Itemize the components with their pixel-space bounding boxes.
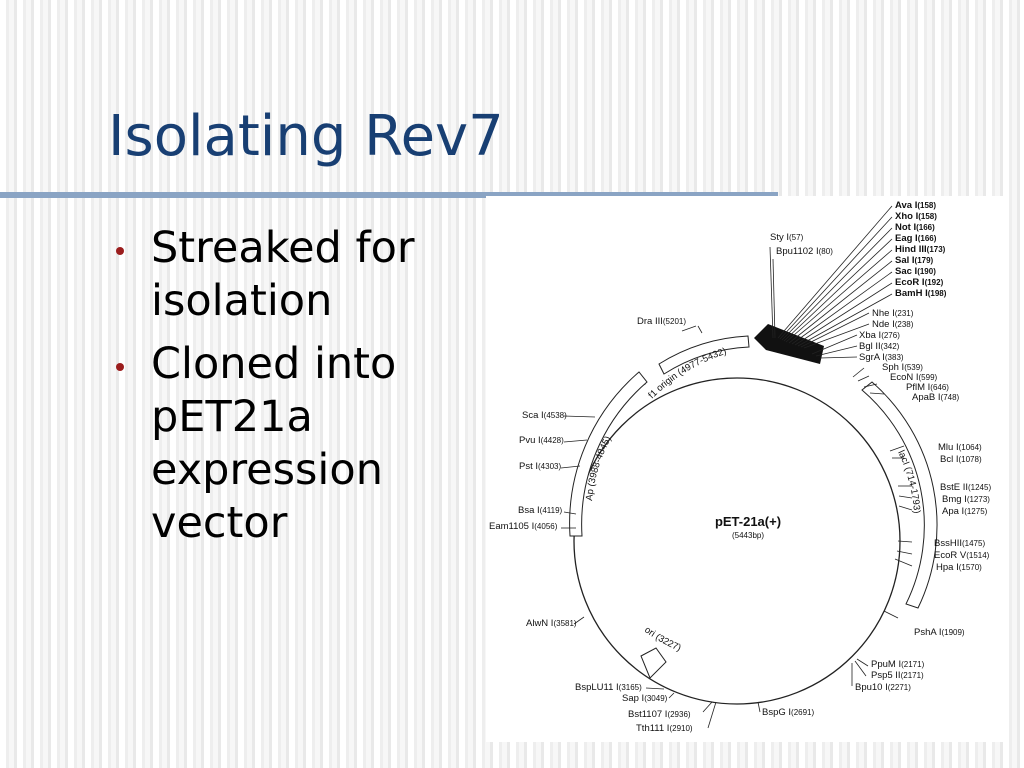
title-divider	[0, 192, 778, 198]
svg-text:PflM I(646): PflM I(646)	[906, 382, 949, 393]
svg-text:Nde I(238): Nde I(238)	[872, 319, 914, 330]
svg-text:Nhe I(231): Nhe I(231)	[872, 308, 914, 319]
plasmid-size: (5443bp)	[732, 531, 764, 540]
ap-gene-box	[569, 371, 648, 537]
svg-text:SgrA I(383): SgrA I(383)	[859, 352, 904, 363]
slide-title: Isolating Rev7	[108, 104, 504, 169]
svg-text:Bpu1102 I(80): Bpu1102 I(80)	[776, 246, 833, 257]
svg-text:Not I(166): Not I(166)	[895, 222, 935, 233]
svg-text:Bcl I(1078): Bcl I(1078)	[940, 454, 982, 465]
mcs-fan-lines	[777, 205, 893, 359]
svg-text:Sap I(3049): Sap I(3049)	[622, 693, 668, 704]
svg-text:Eam1105 I(4056): Eam1105 I(4056)	[489, 521, 558, 532]
svg-text:Apa I(1275): Apa I(1275)	[942, 506, 988, 517]
svg-text:Hind III(173): Hind III(173)	[895, 244, 946, 255]
svg-text:Sty I(57): Sty I(57)	[770, 232, 804, 243]
bullet-dot-icon	[116, 363, 124, 371]
bullet-dot-icon	[116, 247, 124, 255]
plasmid-map-svg: f1 origin (4977-5432) Ap (3988-4845) lac…	[489, 200, 991, 734]
bullet-text: Cloned into pET21a expression vector	[151, 339, 397, 548]
svg-text:ApaB I(748): ApaB I(748)	[912, 392, 960, 403]
svg-text:Sph I(539): Sph I(539)	[882, 362, 923, 373]
svg-text:Pvu I(4428): Pvu I(4428)	[519, 435, 564, 446]
svg-text:Psp5 II(2171): Psp5 II(2171)	[871, 670, 924, 681]
svg-text:PpuM I(2171): PpuM I(2171)	[871, 659, 925, 670]
svg-text:Bmg I(1273): Bmg I(1273)	[942, 494, 990, 505]
bullet-item: Cloned into pET21a expression vector	[112, 338, 472, 550]
svg-text:Tth111 I(2910): Tth111 I(2910)	[636, 723, 693, 734]
restriction-sites: Sty I(57) Bpu1102 I(80) Ava I(158) Xho I…	[489, 200, 991, 734]
svg-text:EcoR I(192): EcoR I(192)	[895, 277, 944, 288]
svg-text:Hpa I(1570): Hpa I(1570)	[936, 562, 982, 573]
svg-text:PshA I(1909): PshA I(1909)	[914, 627, 965, 638]
bullet-text: Streaked for isolation	[151, 223, 415, 326]
svg-text:Pst I(4303): Pst I(4303)	[519, 461, 561, 472]
svg-text:Ava I(158): Ava I(158)	[895, 200, 936, 211]
svg-text:Bsa I(4119): Bsa I(4119)	[518, 505, 563, 516]
ori-arrow-icon	[640, 647, 667, 679]
svg-text:BamH I(198): BamH I(198)	[895, 288, 947, 299]
svg-text:Xho I(158): Xho I(158)	[895, 211, 937, 222]
svg-text:Bpu10 I(2271): Bpu10 I(2271)	[855, 682, 911, 693]
svg-text:EcoN I(599): EcoN I(599)	[890, 372, 938, 383]
svg-text:Xba I(276): Xba I(276)	[859, 330, 900, 341]
svg-text:EcoR V(1514): EcoR V(1514)	[934, 550, 990, 561]
bullet-item: Streaked for isolation	[112, 222, 472, 328]
svg-text:Sac I(190): Sac I(190)	[895, 266, 936, 277]
site-ticks	[560, 246, 913, 729]
laci-gene-box	[861, 381, 938, 609]
plasmid-map: f1 origin (4977-5432) Ap (3988-4845) lac…	[486, 196, 1007, 742]
f1-origin-box	[658, 335, 750, 375]
svg-text:Bgl II(342): Bgl II(342)	[859, 341, 900, 352]
svg-text:Eag I(166): Eag I(166)	[895, 233, 937, 244]
svg-text:Bst1107 I(2936): Bst1107 I(2936)	[628, 709, 691, 720]
svg-text:BssHII(1475): BssHII(1475)	[934, 538, 985, 549]
bullet-list: Streaked for isolation Cloned into pET21…	[112, 222, 472, 560]
svg-text:Sca I(4538): Sca I(4538)	[522, 410, 567, 421]
svg-text:BspG I(2691): BspG I(2691)	[762, 707, 815, 718]
mcs-block	[754, 324, 824, 364]
svg-text:AlwN I(3581): AlwN I(3581)	[526, 618, 577, 629]
plasmid-name: pET-21a(+)	[715, 514, 781, 529]
svg-text:Mlu I(1064): Mlu I(1064)	[938, 442, 982, 453]
ori-label: ori (3227)	[642, 625, 682, 654]
svg-text:Sal I(179): Sal I(179)	[895, 255, 934, 266]
plasmid-backbone	[573, 377, 901, 705]
svg-text:Dra III(5201): Dra III(5201)	[637, 316, 686, 327]
svg-text:BspLU11 I(3165): BspLU11 I(3165)	[575, 682, 642, 693]
svg-text:BstE II(1245): BstE II(1245)	[940, 482, 991, 493]
